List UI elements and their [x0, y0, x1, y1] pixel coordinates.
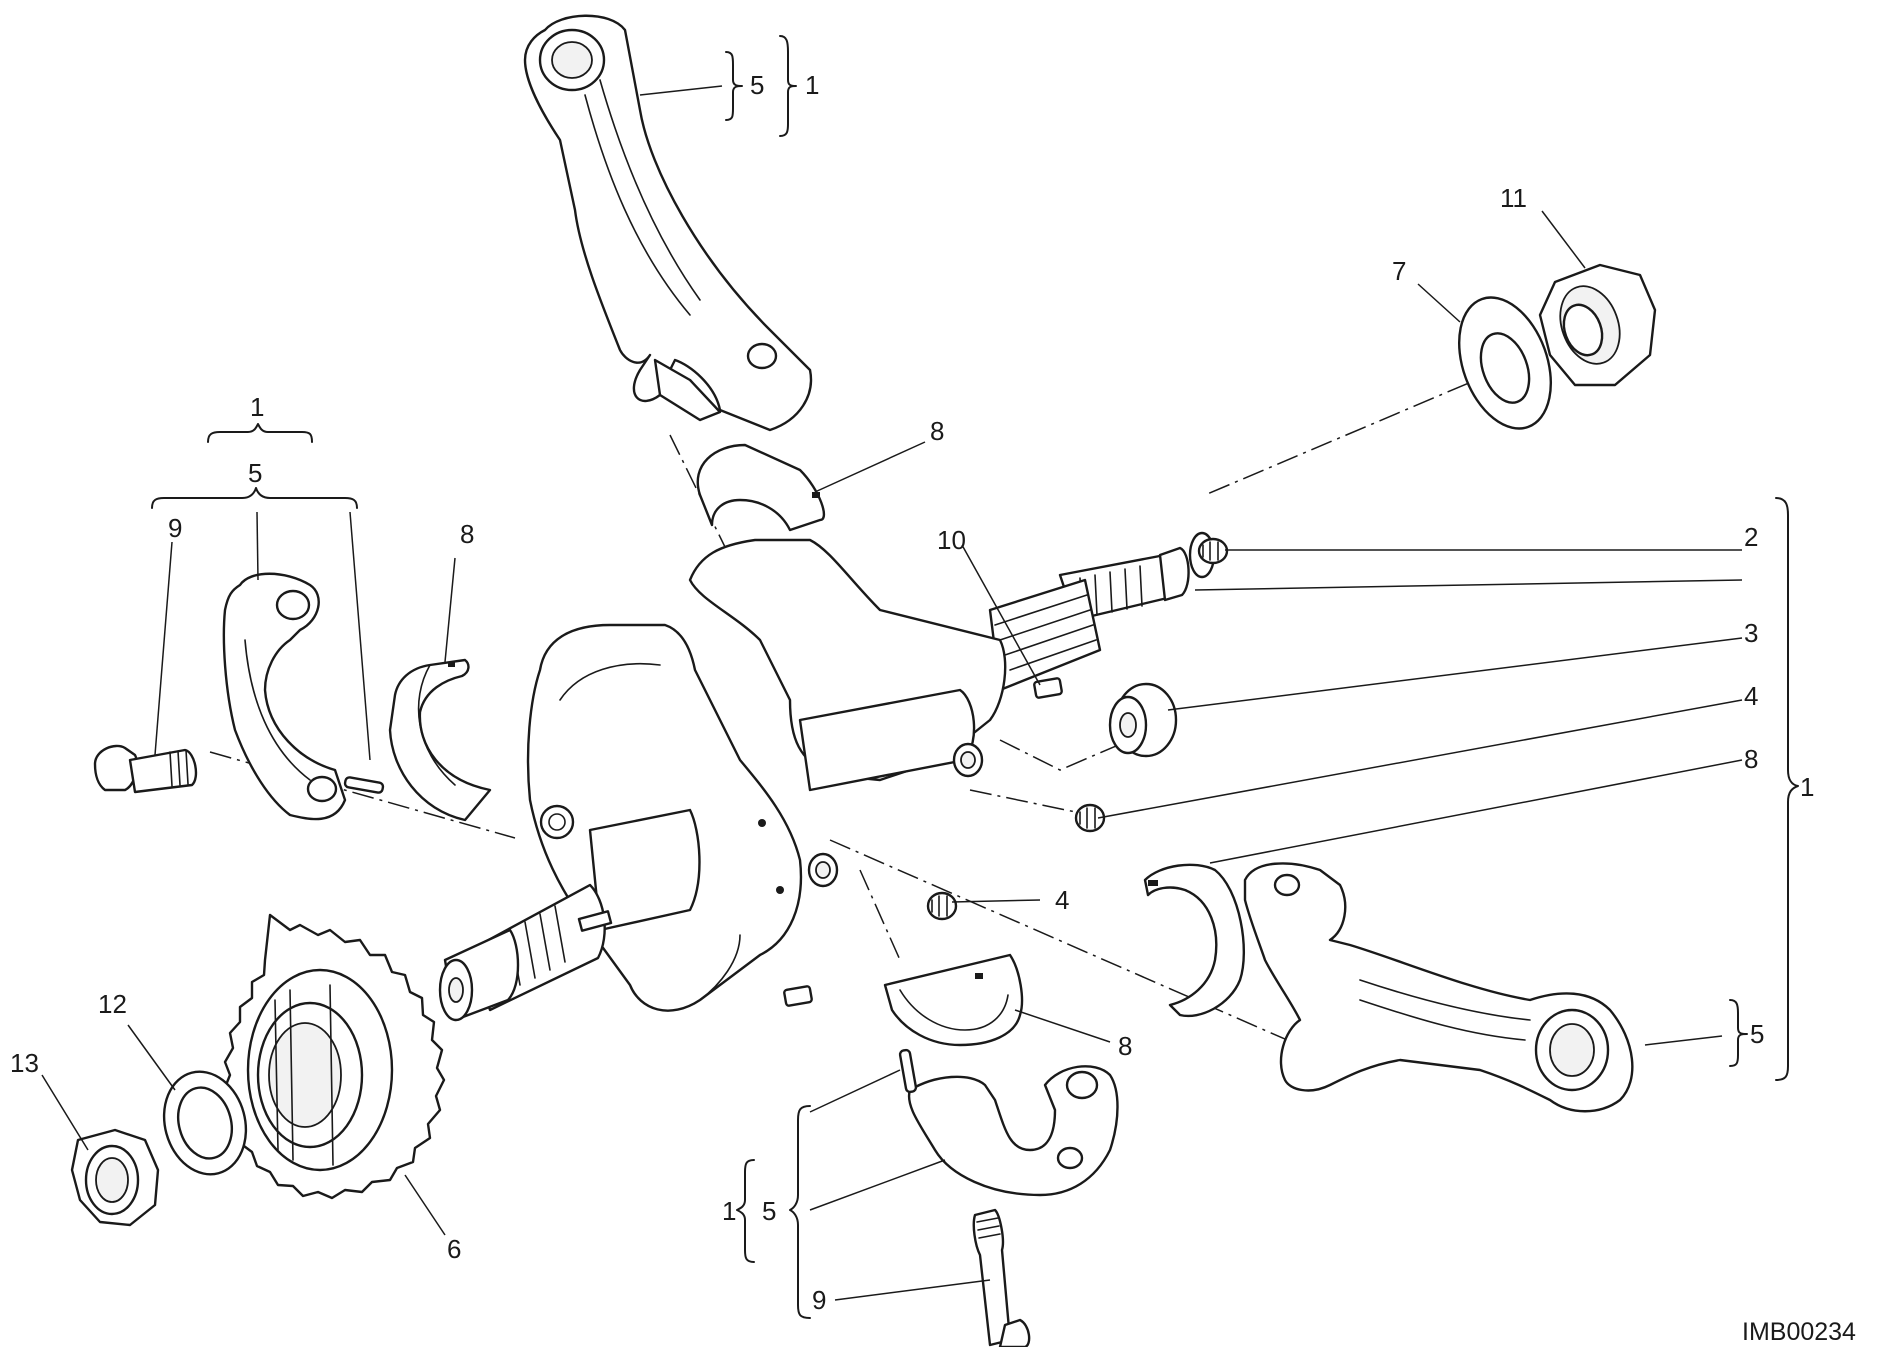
callout-1-bottom: 1	[722, 1196, 736, 1226]
rod-cap-left	[222, 572, 347, 821]
bearing-shell-right	[1143, 863, 1246, 1018]
dowel-pin-bottom	[898, 1048, 918, 1094]
callout-4-right: 4	[1744, 681, 1758, 711]
callout-8-left: 8	[460, 519, 474, 549]
dowel-pin-left	[343, 776, 385, 794]
callout-3: 3	[1744, 618, 1758, 648]
bearing-shell-bottom	[883, 953, 1024, 1047]
nut-13	[70, 1128, 160, 1227]
nut-11	[1538, 263, 1657, 387]
bolt-9-bottom	[972, 1208, 1031, 1347]
callout-13: 13	[10, 1048, 39, 1078]
callout-9-bottom: 9	[812, 1285, 826, 1315]
woodruff-key-lower	[783, 985, 813, 1007]
connecting-rod-top	[523, 14, 813, 432]
connecting-rod-right	[1243, 862, 1634, 1113]
bearing-shell-top	[696, 443, 826, 532]
callout-9-left: 9	[168, 513, 182, 543]
grouping-braces	[151, 35, 1799, 1319]
plug-2	[1197, 537, 1229, 565]
callout-labels: 1 5 11 7 8 1 5 9 8 10 2 3 4 8 1 4 5 8 12…	[10, 70, 1814, 1315]
plug-4-mid	[926, 891, 958, 921]
callout-10: 10	[937, 525, 966, 555]
gear-6	[222, 913, 446, 1200]
washer-7	[1457, 296, 1553, 430]
plug-4-right	[1074, 803, 1106, 833]
crankshaft	[438, 531, 1216, 1022]
callout-1-top: 1	[805, 70, 819, 100]
bearing-3	[1108, 682, 1178, 758]
callout-5-right: 5	[1750, 1019, 1764, 1049]
callout-7: 7	[1392, 256, 1406, 286]
washer-12	[162, 1070, 248, 1176]
woodruff-key-10	[1033, 677, 1063, 699]
callout-8-right: 8	[1744, 744, 1758, 774]
callout-6: 6	[447, 1234, 461, 1264]
callout-8-top: 8	[930, 416, 944, 446]
callout-4-mid: 4	[1055, 885, 1069, 915]
callout-1-right: 1	[1800, 772, 1814, 802]
leader-lines	[41, 85, 1743, 1301]
callout-5-left: 5	[248, 458, 262, 488]
callout-5-top: 5	[750, 70, 764, 100]
callout-8-bottom: 8	[1118, 1031, 1132, 1061]
callout-12: 12	[98, 989, 127, 1019]
callout-2: 2	[1744, 522, 1758, 552]
diagram-reference-code: IMB00234	[1742, 1318, 1856, 1346]
callout-11: 11	[1500, 183, 1527, 213]
bearing-shell-left	[388, 658, 492, 822]
callout-1-left: 1	[250, 392, 264, 422]
callout-5-bottom: 5	[762, 1196, 776, 1226]
rod-cap-bottom	[907, 1065, 1119, 1197]
bolt-9-left	[93, 744, 198, 794]
